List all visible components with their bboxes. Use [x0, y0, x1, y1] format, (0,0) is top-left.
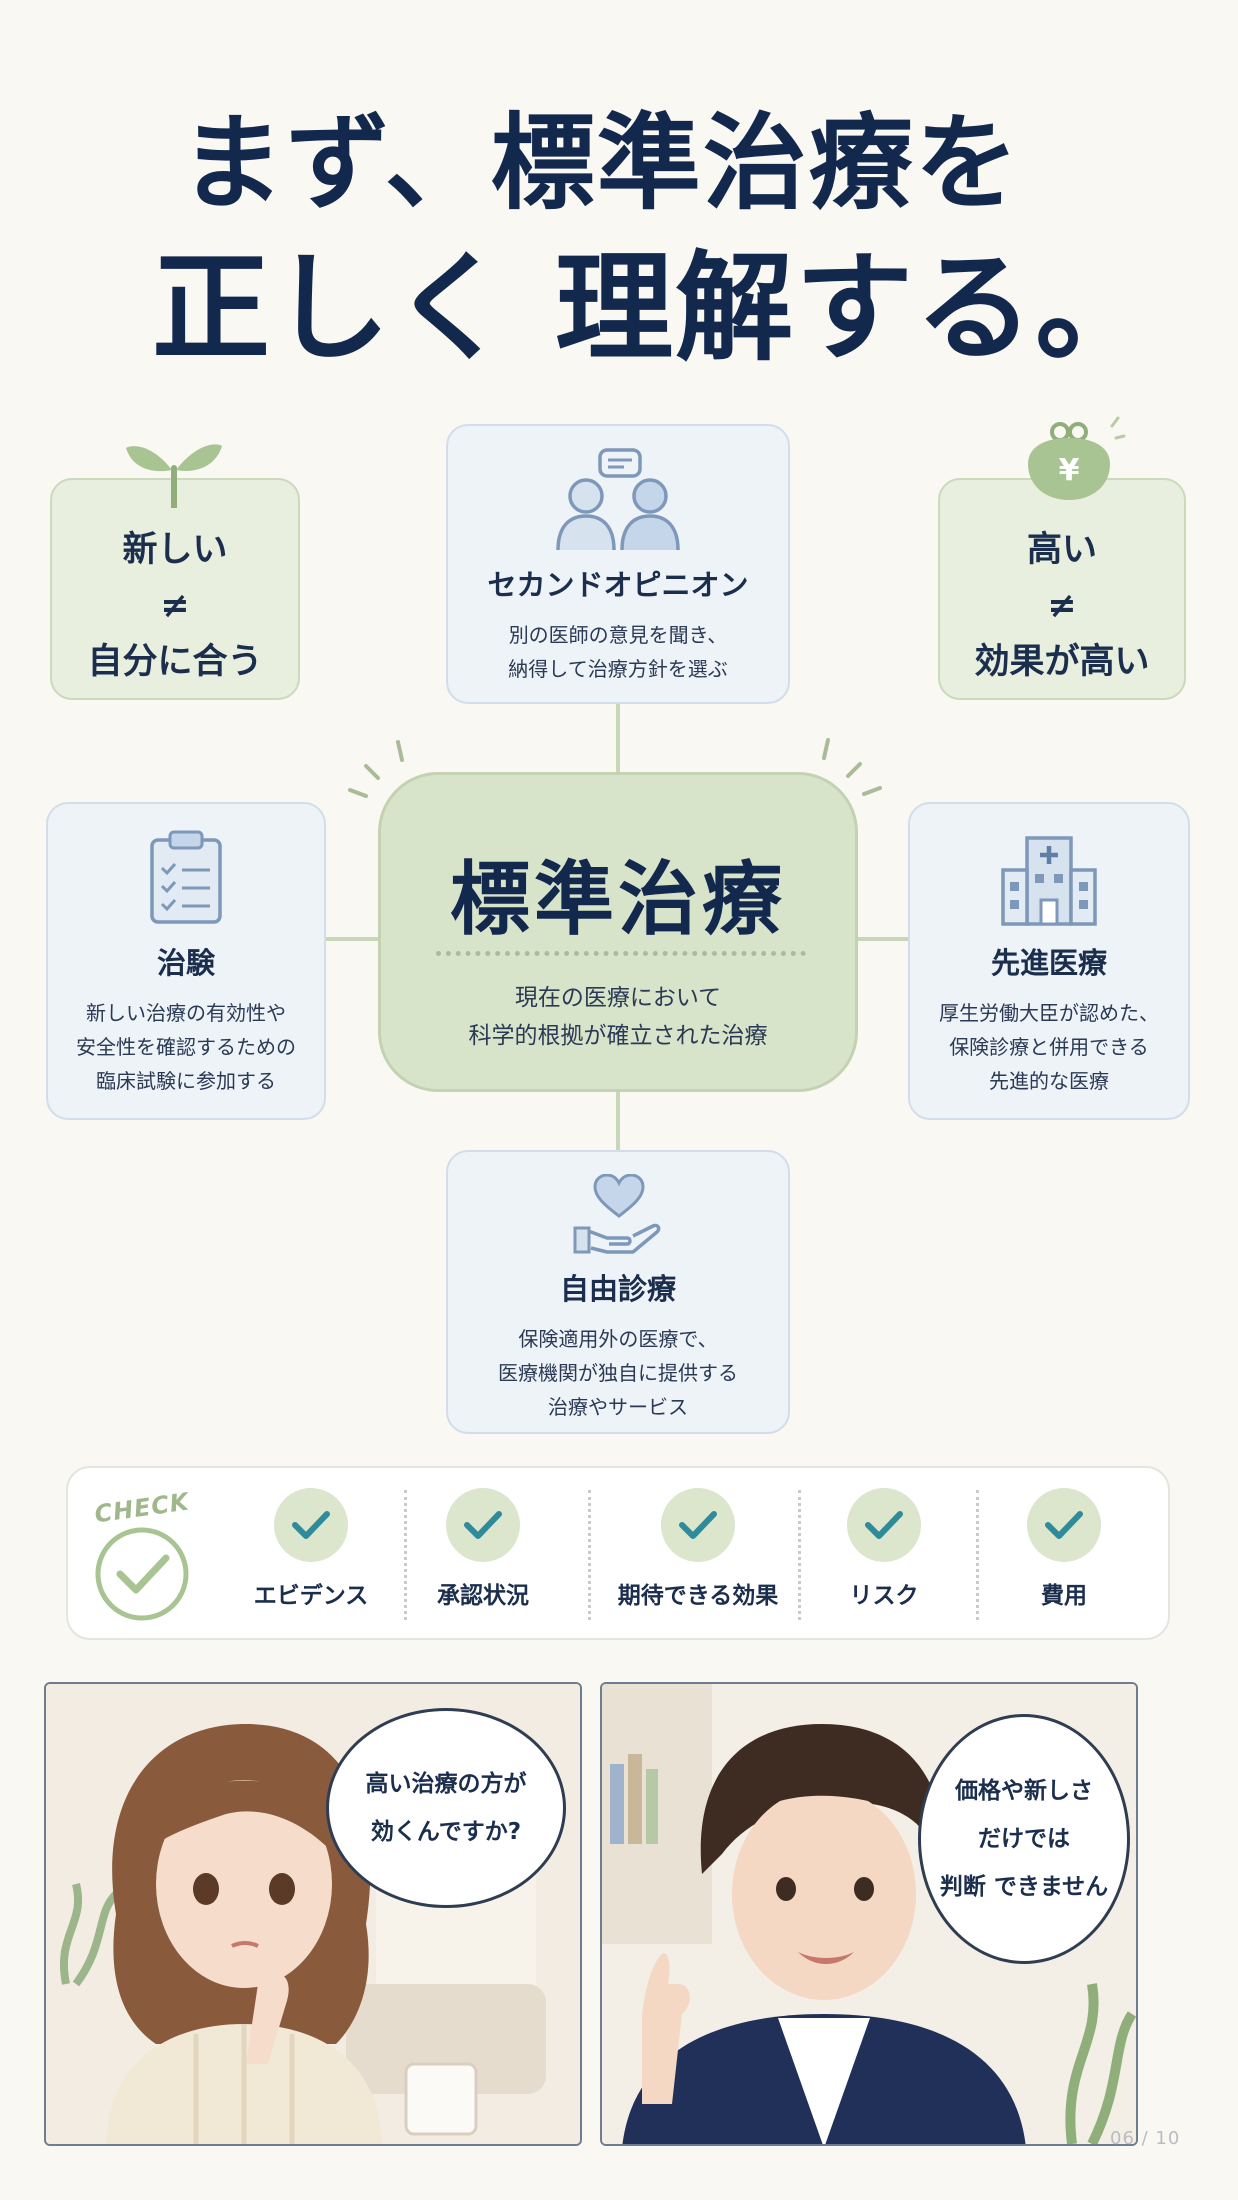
check-badge-text: CHECK — [92, 1487, 192, 1529]
sparkle-icon — [822, 738, 882, 796]
not-equal-sign: ≠ — [160, 586, 190, 626]
center-standard-treatment: 標準治療 現在の医療において 科学的根拠が確立された治療 — [378, 772, 858, 1092]
card-free-treatment-title: 自由診療 — [559, 1272, 676, 1306]
card-advanced-medicine: 先進医療 厚生労働大臣が認めた、 保険診療と併用できる 先進的な医療 — [908, 802, 1190, 1120]
dotted-separator — [588, 1490, 591, 1620]
check-label: 期待できる効果 — [617, 1583, 779, 1609]
card-free-treatment: 自由診療 保険適用外の医療で、 医療機関が独自に提供する 治療やサービス — [446, 1150, 790, 1434]
check-item-evidence: エビデンス — [248, 1488, 374, 1610]
checkmark-icon — [1045, 1511, 1083, 1539]
dotted-divider — [436, 951, 806, 956]
check-label: 費用 — [1041, 1583, 1087, 1609]
consultation-icon — [556, 448, 680, 551]
check-item-approval: 承認状況 — [420, 1488, 546, 1610]
check-badge: CHECK — [92, 1488, 192, 1624]
checkmark-icon — [679, 1511, 717, 1539]
connector-top — [616, 704, 620, 774]
check-item-cost: 費用 — [1004, 1488, 1124, 1610]
heart-hand-icon — [573, 1174, 661, 1254]
clipboard-icon — [150, 830, 222, 924]
svg-text:¥: ¥ — [1059, 453, 1080, 488]
check-label: エビデンス — [253, 1583, 369, 1609]
speech-bubble-patient: 高い治療の方が 効くんですか? — [326, 1708, 566, 1908]
page-number: 06 / 10 — [1110, 2128, 1181, 2149]
card-advanced-medicine-title: 先進医療 — [990, 946, 1107, 980]
speech-bubble-doctor: 価格や新しさ だけでは 判断 できません — [918, 1714, 1130, 1964]
card-clinical-trial-title: 治験 — [156, 946, 215, 980]
card-clinical-trial: 治験 新しい治療の有効性や 安全性を確認するための 臨床試験に参加する — [46, 802, 326, 1120]
comic-panel-patient: 高い治療の方が 効くんですか? — [44, 1682, 582, 2146]
note-expensive-not-effective: 高い ≠ 効果が高い — [938, 478, 1186, 700]
check-label: 承認状況 — [437, 1583, 529, 1609]
dotted-separator — [976, 1490, 979, 1620]
card-second-opinion-desc: 別の医師の意見を聞き、 納得して治療方針を選ぶ — [508, 623, 728, 681]
dotted-separator — [798, 1490, 801, 1620]
note-expensive-line2: 効果が高い — [974, 642, 1150, 682]
connector-bottom — [616, 1090, 620, 1150]
check-circle-icon — [95, 1527, 189, 1621]
checkmark-icon — [464, 1511, 502, 1539]
checkmark-icon — [292, 1511, 330, 1539]
check-label: リスク — [849, 1583, 919, 1609]
note-new-line1: 新しい — [122, 530, 228, 570]
checkmark-icon — [865, 1511, 903, 1539]
yen-purse-icon: ¥ — [1028, 416, 1126, 500]
center-description: 現在の医療において 科学的根拠が確立された治療 — [468, 985, 768, 1049]
sprout-icon — [126, 444, 222, 508]
page-title-line-2: 正しく 理解する。 — [152, 239, 1156, 377]
card-clinical-trial-desc: 新しい治療の有効性や 安全性を確認するための 臨床試験に参加する — [76, 1001, 296, 1093]
center-title: 標準治療 — [450, 853, 786, 946]
card-second-opinion: セカンドオピニオン 別の医師の意見を聞き、 納得して治療方針を選ぶ — [446, 424, 790, 704]
card-second-opinion-title: セカンドオピニオン — [487, 568, 749, 602]
sparkle-icon — [348, 740, 404, 798]
comic-panel-doctor: 価格や新しさ だけでは 判断 できません — [600, 1682, 1138, 2146]
dotted-separator — [404, 1490, 407, 1620]
note-new-not-fit: 新しい ≠ 自分に合う — [50, 478, 300, 700]
page-title-line-1: まず、標準治療を — [180, 102, 1021, 224]
check-item-expected-effect: 期待できる効果 — [608, 1488, 788, 1610]
note-new-line2: 自分に合う — [87, 642, 263, 682]
check-list-bar: CHECK エビデンス 承認状況 期待できる効果 リスク 費用 — [66, 1466, 1170, 1640]
note-expensive-line1: 高い — [1026, 530, 1097, 570]
card-free-treatment-desc: 保険適用外の医療で、 医療機関が独自に提供する 治療やサービス — [498, 1327, 738, 1419]
hospital-icon — [1001, 836, 1097, 926]
not-equal-sign: ≠ — [1047, 586, 1077, 626]
card-advanced-medicine-desc: 厚生労働大臣が認めた、 保険診療と併用できる 先進的な医療 — [939, 1001, 1159, 1093]
check-item-risk: リスク — [814, 1488, 954, 1610]
connector-right — [856, 937, 908, 941]
connector-left — [326, 937, 380, 941]
